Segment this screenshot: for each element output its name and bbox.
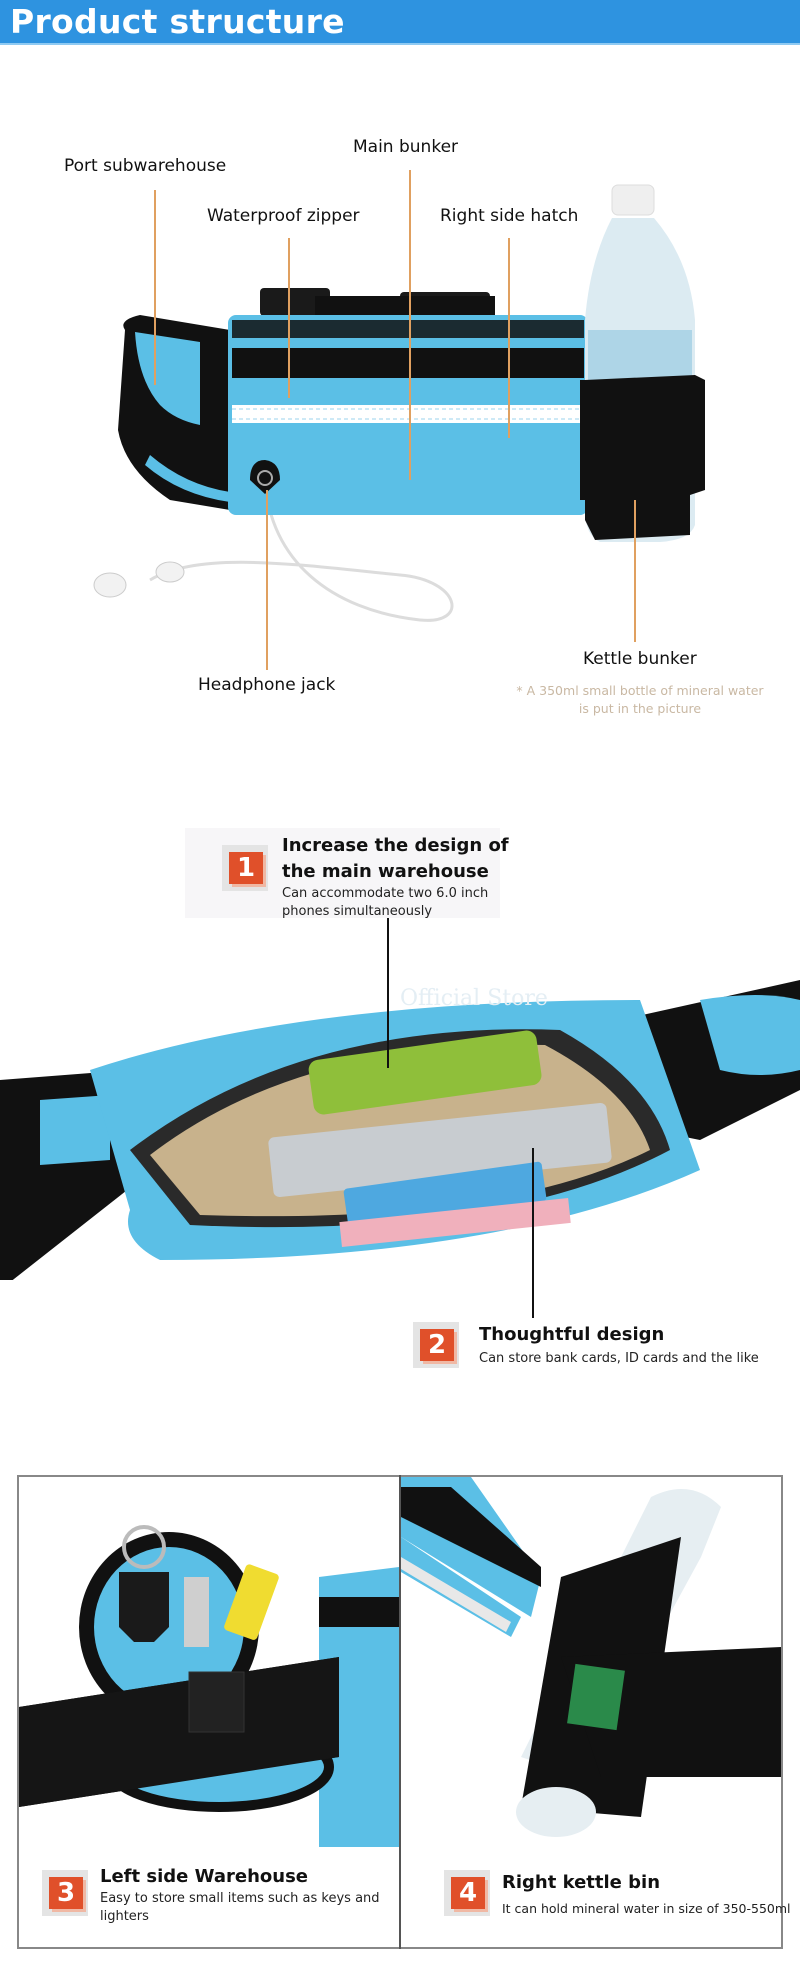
feature-1-title-line1: Increase the design of — [282, 835, 509, 856]
leader-line-main — [409, 170, 411, 480]
label-right-side-hatch: Right side hatch — [440, 206, 579, 226]
feature-3-title: Left side Warehouse — [100, 1866, 308, 1887]
feature-3: 3 Left side Warehouse Easy to store smal… — [42, 1864, 380, 1926]
feature-2-badge: 2 — [413, 1322, 459, 1368]
leader-line-headphone — [266, 490, 268, 670]
leader-line-hatch — [508, 238, 510, 438]
label-port-subwarehouse: Port subwarehouse — [64, 156, 227, 176]
label-waterproof-zipper: Waterproof zipper — [207, 206, 360, 226]
feature-1-desc-line1: Can accommodate two 6.0 inch — [282, 886, 489, 901]
watermark: Official Store — [400, 986, 548, 1011]
feature-2: 2 Thoughtful design Can store bank cards… — [413, 1322, 759, 1368]
feature-4: 4 Right kettle bin It can hold mineral w… — [444, 1870, 791, 1918]
panel-divider — [399, 1475, 401, 1949]
bottle-note-line2: is put in the picture — [578, 701, 702, 716]
feature-2-text: Thoughtful design Can store bank cards, … — [479, 1322, 759, 1368]
leader-line-kettle — [634, 500, 636, 642]
bottle-note-line1: * A 350ml small bottle of mineral water — [516, 683, 764, 698]
feature-2-number: 2 — [420, 1329, 454, 1361]
leader-line-feature-1 — [387, 918, 389, 1068]
feature-1-desc-line2: phones simultaneously — [282, 904, 433, 919]
label-main-bunker: Main bunker — [353, 137, 459, 157]
page-header: Product structure — [0, 0, 800, 45]
feature-1-badge: 1 — [222, 845, 268, 891]
leader-line-feature-2 — [532, 1148, 534, 1318]
feature-3-badge: 3 — [42, 1870, 88, 1916]
feature-4-text: Right kettle bin It can hold mineral wat… — [502, 1870, 791, 1918]
page-title: Product structure — [10, 2, 345, 41]
feature-2-title: Thoughtful design — [479, 1324, 665, 1345]
feature-3-desc-line2: lighters — [100, 1909, 149, 1924]
leader-line-port — [154, 190, 156, 385]
feature-1: 1 Increase the design of the main wareho… — [222, 833, 509, 921]
bottle-note: * A 350ml small bottle of mineral water … — [500, 682, 780, 718]
bag-structure-image — [93, 184, 705, 622]
feature-2-desc: Can store bank cards, ID cards and the l… — [479, 1351, 759, 1366]
feature-1-text: Increase the design of the main warehous… — [282, 833, 509, 921]
feature-3-number: 3 — [49, 1877, 83, 1909]
label-kettle-bunker: Kettle bunker — [583, 649, 697, 669]
feature-4-desc: It can hold mineral water in size of 350… — [502, 1901, 791, 1916]
feature-3-desc-line1: Easy to store small items such as keys a… — [100, 1891, 380, 1906]
label-headphone-jack: Headphone jack — [198, 675, 336, 695]
feature-4-number: 4 — [451, 1877, 485, 1909]
feature-4-badge: 4 — [444, 1870, 490, 1916]
feature-1-title-line2: the main warehouse — [282, 861, 489, 882]
right-bottle-image — [401, 1477, 781, 1837]
leader-line-zipper — [288, 238, 290, 398]
open-pocket-image: Official Store — [0, 980, 800, 1280]
feature-3-text: Left side Warehouse Easy to store small … — [100, 1864, 380, 1926]
feature-1-number: 1 — [229, 852, 263, 884]
left-pocket-image — [19, 1525, 399, 1847]
feature-4-title: Right kettle bin — [502, 1872, 661, 1893]
